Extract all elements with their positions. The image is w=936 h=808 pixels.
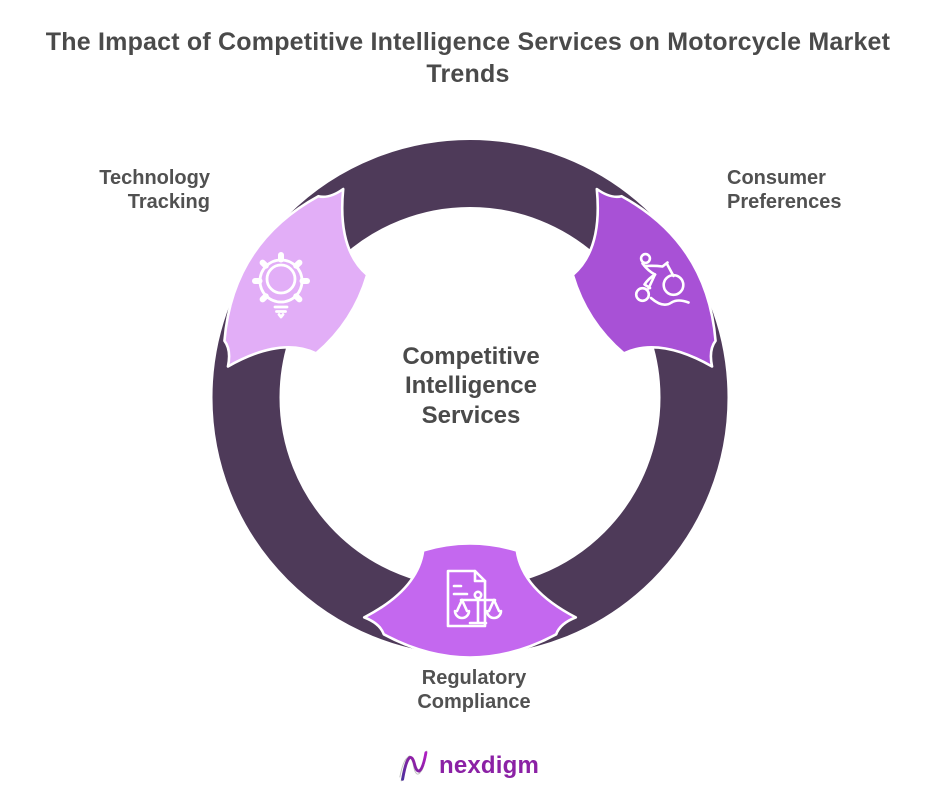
gear-teeth: [252, 252, 310, 303]
segment-wedge-consumer-preferences: [571, 187, 717, 368]
rear-wheel: [634, 286, 651, 303]
document-lines: [452, 584, 469, 596]
rider-head: [639, 252, 652, 265]
segment-label-regulatory-compliance: Regulatory Compliance: [417, 667, 531, 713]
document-fold: [473, 569, 487, 583]
document-scales-icon: [446, 569, 503, 628]
motion-swoosh: [649, 296, 690, 306]
segment-label-technology-tracking: Technology Tracking: [99, 167, 210, 213]
gear-lightbulb-icon: [252, 252, 310, 319]
bulb: [265, 263, 297, 295]
brand-logo: nexdigm: [0, 747, 936, 785]
document-page: [446, 569, 487, 628]
motorcycle-rider-icon: [634, 252, 690, 306]
scales-frame: [459, 598, 497, 625]
cycle-segments: [223, 187, 717, 659]
scales-right-pan: [485, 598, 503, 620]
diagram-center-title: Competitive Intelligence Services: [402, 343, 540, 429]
scales-left-pan: [453, 598, 471, 620]
page-title: The Impact of Competitive Intelligence S…: [45, 28, 891, 88]
front-wheel: [662, 273, 685, 297]
segment-label-consumer-preferences: Consumer Preferences: [727, 167, 842, 213]
nexdigm-n-icon: [399, 750, 428, 782]
rider-arm: [643, 261, 669, 268]
brand-name: nexdigm: [438, 752, 540, 779]
scales-pivot: [473, 590, 483, 600]
bike-frame: [647, 273, 657, 290]
bulb-base: [273, 305, 289, 319]
